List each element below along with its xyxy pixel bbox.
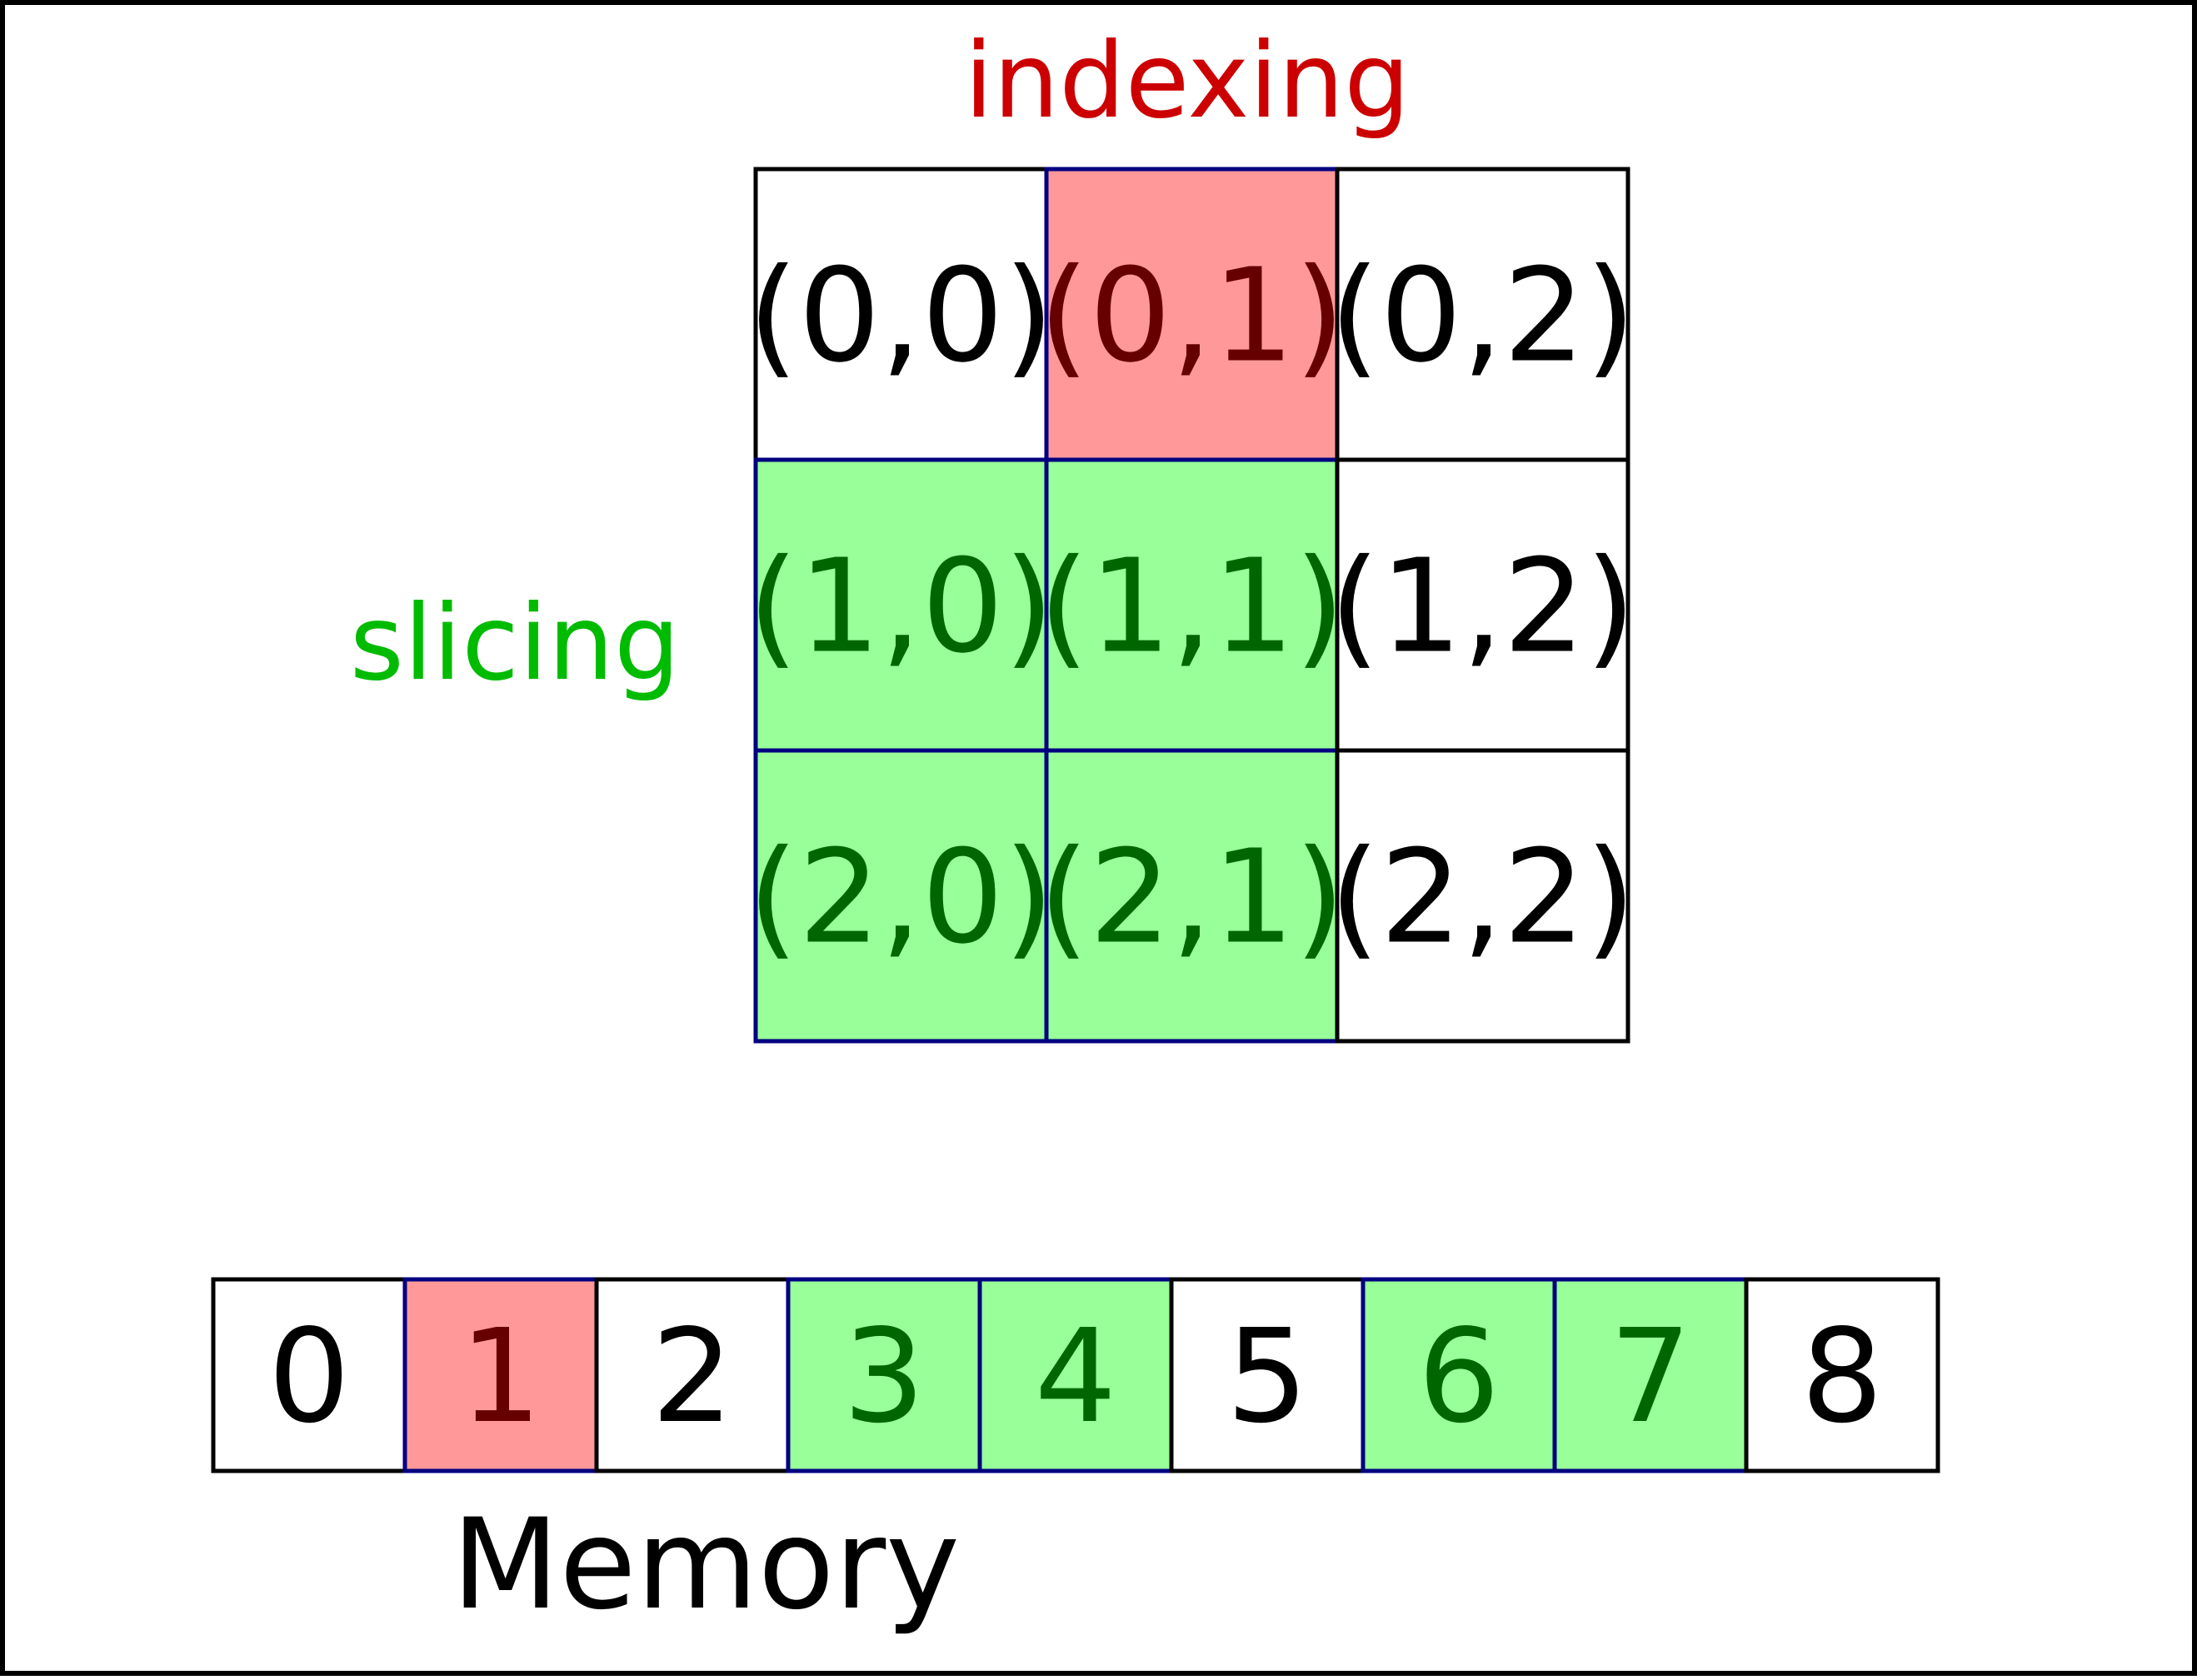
memory-cell-label-2: 2 (652, 1301, 734, 1452)
memory-cell-5 (1169, 1277, 1366, 1473)
memory-cell-label-5: 5 (1226, 1301, 1309, 1452)
grid-cell-label-0-1: (0,1) (1039, 241, 1345, 391)
grid-cell-label-2-2: (2,2) (1330, 822, 1635, 973)
memory-cell-7 (1552, 1277, 1749, 1473)
grid-cell-label-1-0: (1,0) (748, 531, 1054, 682)
memory-cell-1 (402, 1277, 599, 1473)
memory-cell-8 (1744, 1277, 1940, 1473)
memory-cell-label-1: 1 (460, 1301, 542, 1452)
grid-cell-1-1 (1044, 457, 1340, 753)
indexing-label: indexing (964, 21, 1410, 142)
memory-cell-label-6: 6 (1418, 1301, 1500, 1452)
grid-cell-label-0-0: (0,0) (748, 241, 1054, 391)
slicing-label: slicing (350, 583, 681, 704)
memory-cell-label-4: 4 (1035, 1301, 1117, 1452)
memory-cell-3 (786, 1277, 982, 1473)
grid-2d: (0,0)(0,1)(0,2) (1,0)(1,1)(1,2) (2,0)(2,1)… (748, 167, 1635, 1044)
memory-cell-6 (1361, 1277, 1557, 1473)
grid-cell-label-1-2: (1,2) (1330, 531, 1635, 682)
grid-cell-label-2-0: (2,0) (748, 822, 1054, 973)
grid-cell-label-1-1: (1,1) (1039, 531, 1345, 682)
grid-cell-label-2-1: (2,1) (1039, 822, 1345, 973)
grid-cell-2-2 (1335, 748, 1630, 1044)
grid-cell-0-0 (753, 167, 1049, 462)
memory-cell-label-0: 0 (268, 1301, 351, 1452)
memory-label: Memory (452, 1493, 960, 1638)
grid-cell-0-2 (1335, 167, 1630, 462)
grid-cell-2-1 (1044, 748, 1340, 1044)
grid-cell-0-1 (1044, 167, 1340, 462)
memory-cell-label-8: 8 (1801, 1301, 1884, 1452)
grid-cell-2-0 (753, 748, 1049, 1044)
memory-cell-2 (594, 1277, 791, 1473)
grid-cell-label-0-2: (0,2) (1330, 241, 1635, 391)
memory-cell-label-7: 7 (1610, 1301, 1692, 1452)
memory-cell-label-3: 3 (843, 1301, 926, 1452)
